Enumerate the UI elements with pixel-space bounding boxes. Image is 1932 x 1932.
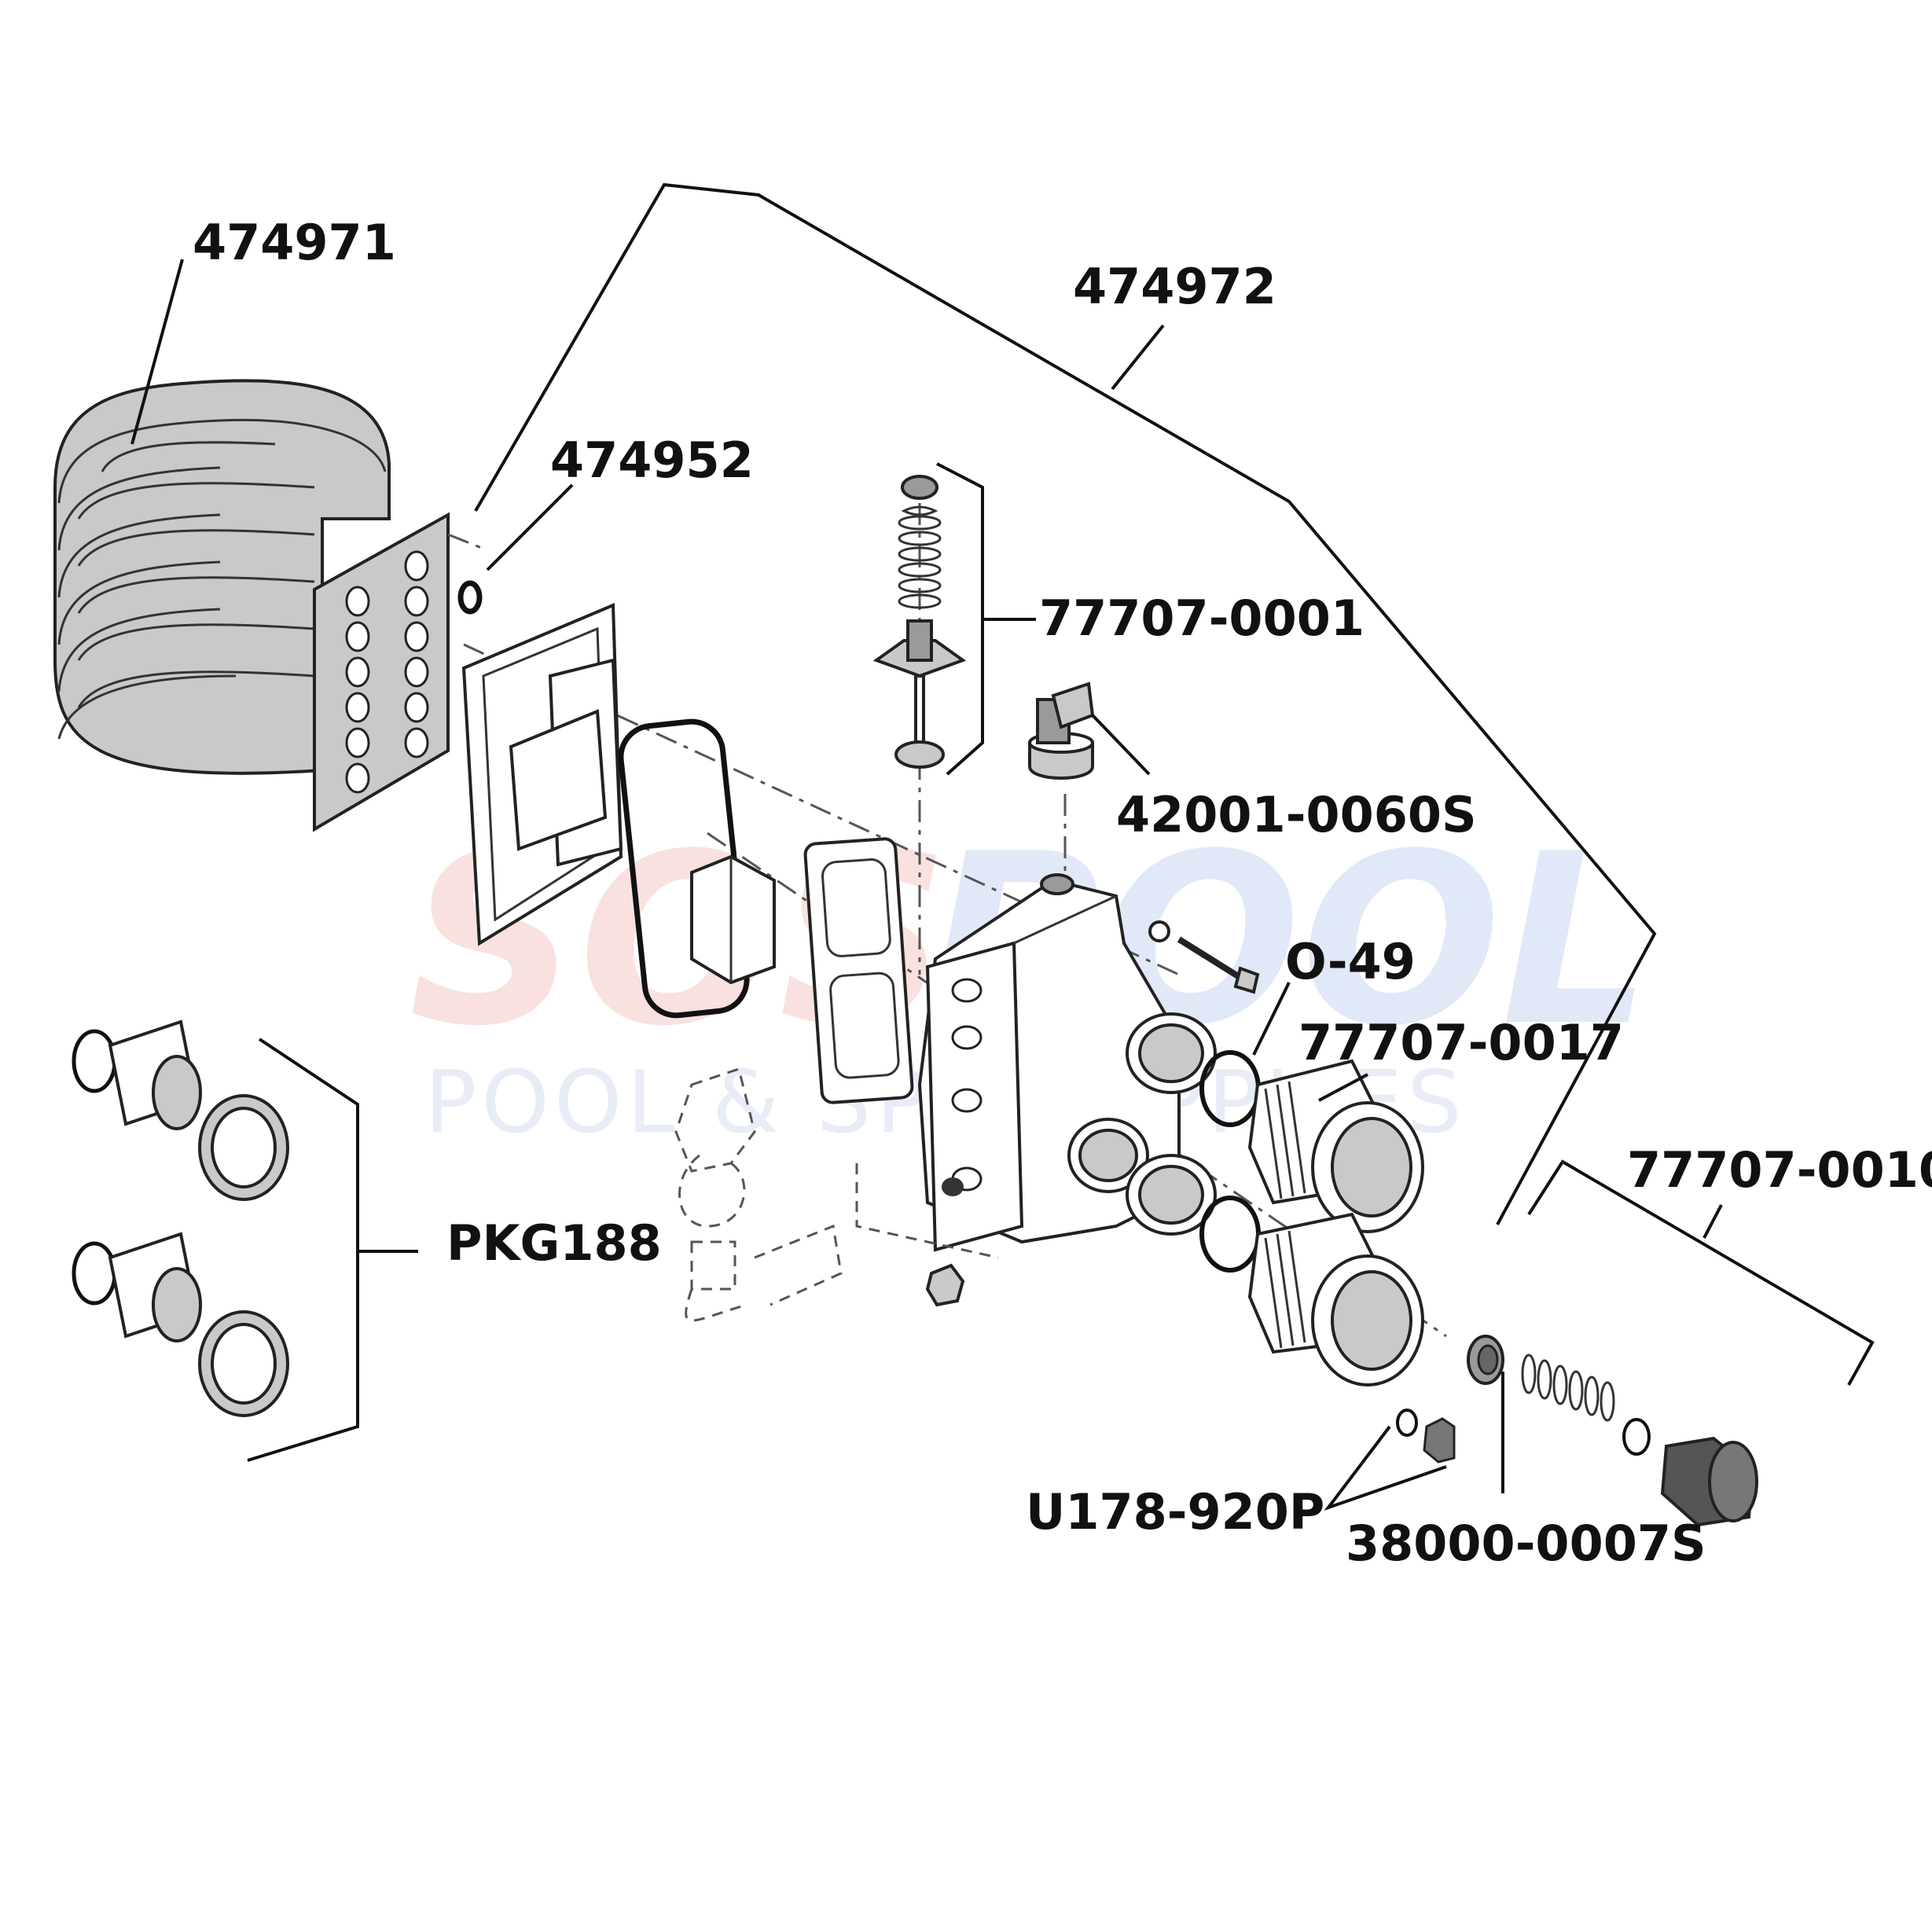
bypass-valve-icon — [872, 475, 967, 769]
label-77707-0017: 77707-0017 — [1298, 1014, 1624, 1071]
drain-plug-icon — [1396, 1409, 1456, 1464]
label-o-49: O-49 — [1285, 933, 1416, 990]
baffle-gasket-icon — [461, 603, 623, 946]
label-77707-0001: 77707-0001 — [1039, 590, 1365, 647]
label-42001-0060s: 42001-0060S — [1116, 786, 1477, 843]
header-body-icon — [917, 873, 1217, 1252]
baffle-bracket-icon — [690, 854, 776, 985]
label-474952: 474952 — [550, 432, 754, 489]
o-ring-o49-lower-icon — [1199, 1196, 1261, 1273]
bolt-icon — [1148, 920, 1260, 994]
inner-gasket-icon — [803, 837, 914, 1104]
check-valve-icon — [1467, 1335, 1758, 1527]
o-ring-474952-icon — [457, 580, 483, 615]
adapter-upper-icon — [1247, 1059, 1424, 1233]
label-77707-0010: 77707-0010 — [1627, 1141, 1932, 1199]
leader-lines — [130, 182, 1875, 1511]
label-u178-920p: U178-920P — [1026, 1483, 1324, 1541]
nut-icon — [925, 1263, 965, 1307]
drain-fitting-icon — [674, 1067, 999, 1322]
label-pkg188: PKG188 — [446, 1214, 662, 1272]
heat-exchanger-coil-icon — [53, 379, 450, 832]
adapter-lower-icon — [1247, 1212, 1424, 1387]
union-lower-icon — [72, 1232, 289, 1417]
pressure-switch-icon — [1028, 681, 1095, 780]
union-upper-icon — [72, 1019, 289, 1201]
label-38000-0007s: 38000-0007S — [1346, 1515, 1706, 1572]
label-474972: 474972 — [1073, 258, 1276, 315]
label-474971: 474971 — [193, 214, 396, 271]
